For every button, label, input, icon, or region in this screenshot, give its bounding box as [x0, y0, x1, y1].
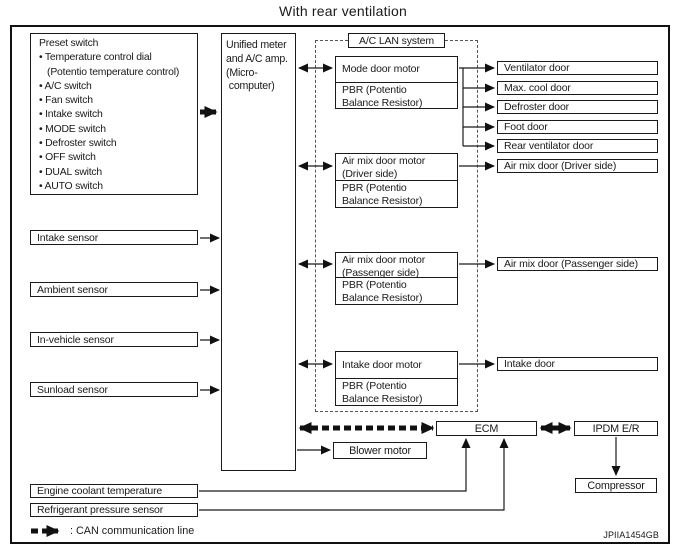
preset-item: • OFF switch — [39, 152, 96, 164]
preset-item: • A/C switch — [39, 80, 92, 92]
pbr-label: PBR (Potentio — [342, 279, 407, 291]
motor-air-mix-driver: Air mix door motor (Driver side) PBR (Po… — [335, 153, 458, 208]
compressor-box: Compressor — [575, 478, 657, 493]
door-max-cool: Max. cool door — [497, 81, 658, 95]
ecm-box: ECM — [436, 421, 537, 436]
ipdm-er-box: IPDM E/R — [574, 421, 658, 436]
door-ventilator: Ventilator door — [497, 61, 658, 75]
preset-switch-box: Preset switch • Temperature control dial… — [30, 33, 198, 195]
motor-name: (Driver side) — [342, 167, 398, 180]
door-air-mix-passenger: Air mix door (Passenger side) — [497, 257, 658, 271]
preset-switch-title: Preset switch — [39, 38, 99, 49]
pbr-label: Balance Resistor) — [342, 291, 423, 304]
motor-mode-door: Mode door motor PBR (Potentio Balance Re… — [335, 56, 458, 109]
motor-name-cell: Air mix door motor (Passenger side) — [336, 253, 457, 279]
motor-pbr-cell: PBR (Potentio Balance Resistor) — [336, 278, 457, 304]
pbr-label: PBR (Potentio — [342, 182, 407, 194]
motor-pbr-cell: PBR (Potentio Balance Resistor) — [336, 181, 457, 207]
controller-label-line: computer) — [226, 80, 275, 93]
door-air-mix-driver: Air mix door (Driver side) — [497, 159, 658, 173]
motor-name: Intake door motor — [342, 358, 422, 371]
motor-name: Air mix door motor — [342, 254, 426, 266]
sensor-sunload: Sunload sensor — [30, 382, 198, 397]
preset-item: • Intake switch — [39, 109, 103, 121]
motor-name-cell: Air mix door motor (Driver side) — [336, 154, 457, 181]
motor-pbr-cell: PBR (Potentio Balance Resistor) — [336, 379, 457, 405]
unified-meter-amp-box: Unified meter and A/C amp. (Micro- compu… — [221, 33, 296, 471]
door-intake: Intake door — [497, 357, 658, 371]
motor-name-cell: Intake door motor — [336, 352, 457, 379]
motor-pbr-cell: PBR (Potentio Balance Resistor) — [336, 83, 457, 109]
pbr-label: Balance Resistor) — [342, 194, 423, 207]
figure-code: JPIIA1454GB — [603, 530, 659, 540]
sensor-intake: Intake sensor — [30, 230, 198, 245]
motor-intake-door: Intake door motor PBR (Potentio Balance … — [335, 351, 458, 406]
preset-item: • Temperature control dial — [39, 52, 152, 64]
sensor-engine-coolant-temperature: Engine coolant temperature — [30, 484, 198, 498]
controller-label-line: Unified meter — [226, 39, 287, 51]
door-rear-ventilator: Rear ventilator door — [497, 139, 658, 153]
preset-item: (Potentio temperature control) — [39, 66, 180, 78]
sensor-refrigerant-pressure: Refrigerant pressure sensor — [30, 503, 198, 517]
motor-air-mix-passenger: Air mix door motor (Passenger side) PBR … — [335, 252, 458, 305]
ac-lan-system-label: A/C LAN system — [348, 33, 445, 48]
preset-item: • MODE switch — [39, 123, 106, 135]
preset-item: • Fan switch — [39, 95, 93, 107]
pbr-label: PBR (Potentio — [342, 380, 407, 392]
preset-item: • DUAL switch — [39, 166, 103, 178]
motor-name: Air mix door motor — [342, 155, 426, 167]
can-legend-label: : CAN communication line — [70, 525, 195, 537]
sensor-in-vehicle: In-vehicle sensor — [30, 332, 198, 347]
pbr-label: Balance Resistor) — [342, 392, 423, 405]
motor-name: Mode door motor — [342, 63, 420, 76]
preset-item: • Defroster switch — [39, 138, 117, 150]
pbr-label: PBR (Potentio — [342, 84, 407, 96]
preset-item: • AUTO switch — [39, 180, 103, 192]
door-defroster: Defroster door — [497, 100, 658, 114]
door-foot: Foot door — [497, 120, 658, 134]
controller-label-line: and A/C amp. — [226, 52, 288, 65]
blower-motor-box: Blower motor — [333, 442, 427, 459]
pbr-label: Balance Resistor) — [342, 96, 423, 109]
motor-name-cell: Mode door motor — [336, 57, 457, 83]
motor-name: (Passenger side) — [342, 266, 419, 279]
diagram-title: With rear ventilation — [279, 3, 407, 19]
controller-label-line: (Micro- — [226, 66, 258, 79]
sensor-ambient: Ambient sensor — [30, 282, 198, 297]
